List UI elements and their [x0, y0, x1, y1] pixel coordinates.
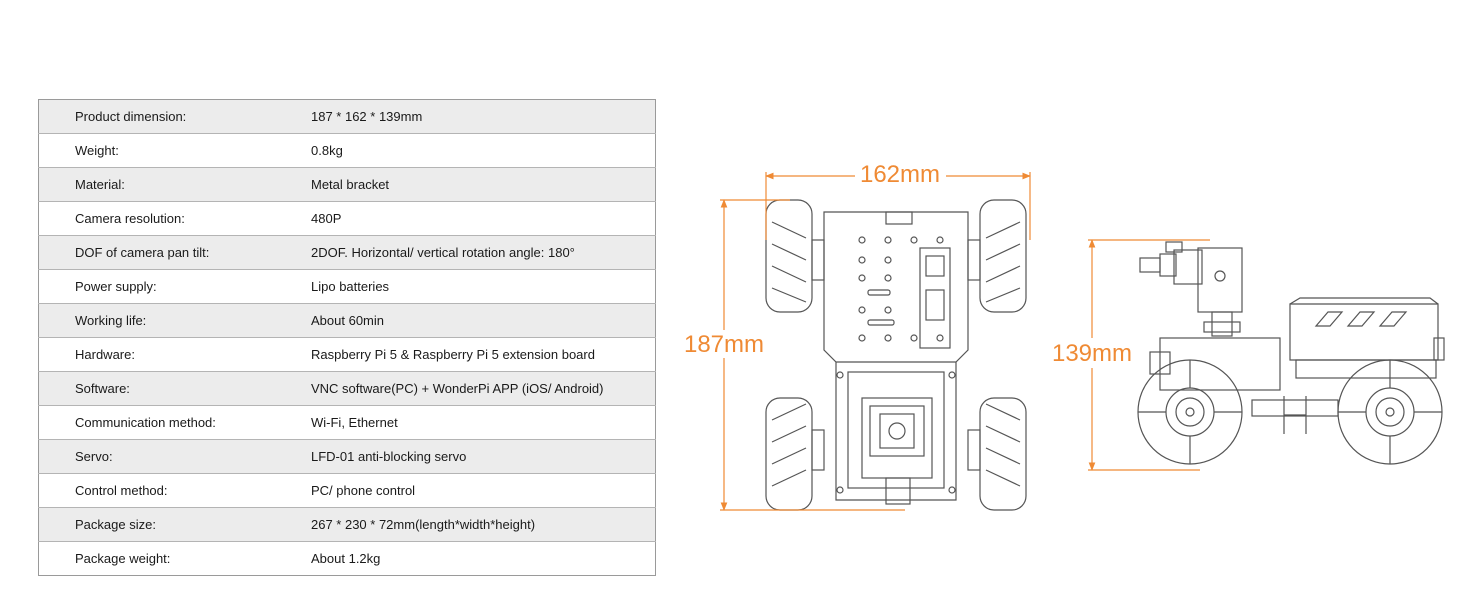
- spec-label: Communication method:: [38, 405, 311, 440]
- spec-label: Software:: [38, 371, 311, 406]
- width-dimension-label: 162mm: [860, 161, 940, 188]
- wheel-front-left: [765, 199, 813, 313]
- spec-label: Servo:: [38, 439, 311, 474]
- spec-label: Power supply:: [38, 269, 311, 304]
- spec-row: Material:Metal bracket: [38, 167, 656, 202]
- spec-row: Product dimension:187 * 162 * 139mm: [38, 99, 656, 134]
- spec-row: Package weight:About 1.2kg: [38, 541, 656, 576]
- spec-label: Material:: [38, 167, 311, 202]
- height-dimension-label: 139mm: [1052, 340, 1132, 367]
- length-dimension-label: 187mm: [684, 331, 764, 358]
- side-view-drawing: [1137, 241, 1445, 465]
- spec-value: 2DOF. Horizontal/ vertical rotation angl…: [311, 235, 656, 270]
- spec-value: About 1.2kg: [311, 541, 656, 576]
- bottom-chassis: [835, 362, 957, 501]
- spec-label: Package weight:: [38, 541, 311, 576]
- spec-value: Wi-Fi, Ethernet: [311, 405, 656, 440]
- spec-value: 0.8kg: [311, 133, 656, 168]
- spec-label: DOF of camera pan tilt:: [38, 235, 311, 270]
- spec-label: Control method:: [38, 473, 311, 508]
- dimension-lines: [720, 172, 1210, 511]
- camera-servo-top: [861, 397, 933, 505]
- spec-label: Weight:: [38, 133, 311, 168]
- side-wheel-front: [1137, 359, 1243, 465]
- spec-value: PC/ phone control: [311, 473, 656, 508]
- spec-row: Servo:LFD-01 anti-blocking servo: [38, 439, 656, 474]
- spec-value: LFD-01 anti-blocking servo: [311, 439, 656, 474]
- spec-value: 267 * 230 * 72mm(length*width*height): [311, 507, 656, 542]
- wheel-front-right: [979, 199, 1027, 313]
- spec-label: Package size:: [38, 507, 311, 542]
- spec-value: Raspberry Pi 5 & Raspberry Pi 5 extensio…: [311, 337, 656, 372]
- spec-label: Working life:: [38, 303, 311, 338]
- spec-row: Control method:PC/ phone control: [38, 473, 656, 508]
- spec-value: Metal bracket: [311, 167, 656, 202]
- spec-value: About 60min: [311, 303, 656, 338]
- spec-value: 187 * 162 * 139mm: [311, 99, 656, 134]
- spec-row: Weight:0.8kg: [38, 133, 656, 168]
- spec-value: VNC software(PC) + WonderPi APP (iOS/ An…: [311, 371, 656, 406]
- spec-label: Product dimension:: [38, 99, 311, 134]
- spec-value: Lipo batteries: [311, 269, 656, 304]
- spec-row: Power supply:Lipo batteries: [38, 269, 656, 304]
- spec-row: Camera resolution:480P: [38, 201, 656, 236]
- spec-label: Camera resolution:: [38, 201, 311, 236]
- spec-row: Software:VNC software(PC) + WonderPi APP…: [38, 371, 656, 406]
- side-wheel-rear: [1337, 359, 1443, 465]
- spec-label: Hardware:: [38, 337, 311, 372]
- wheel-rear-right: [979, 397, 1027, 511]
- pan-tilt-camera: [1139, 241, 1243, 337]
- spec-row: Working life:About 60min: [38, 303, 656, 338]
- spec-value: 480P: [311, 201, 656, 236]
- spec-row: Package size:267 * 230 * 72mm(length*wid…: [38, 507, 656, 542]
- top-view-drawing: [765, 199, 1027, 511]
- spec-row: Hardware:Raspberry Pi 5 & Raspberry Pi 5…: [38, 337, 656, 372]
- spec-row: Communication method:Wi-Fi, Ethernet: [38, 405, 656, 440]
- wheel-rear-left: [765, 397, 813, 511]
- top-plate: [823, 211, 969, 363]
- spec-row: DOF of camera pan tilt:2DOF. Horizontal/…: [38, 235, 656, 270]
